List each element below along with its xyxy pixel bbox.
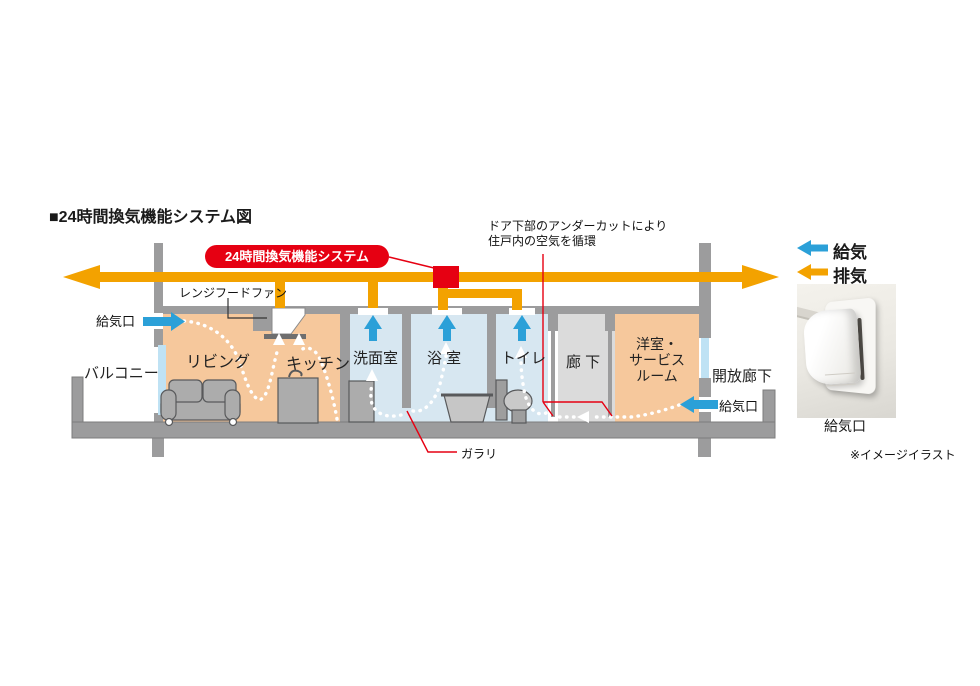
doorhead-toilet-hallway [548,314,558,331]
up-arrow-shaft [443,329,451,341]
room-label-western-room: 洋室・ サービス ルーム [615,336,699,384]
right-arrow-shaft [143,317,171,326]
vent-label-sticker [825,372,856,386]
right-pillar [698,438,711,457]
louver-label: ガラリ [461,445,497,462]
toilet-bowl [504,390,532,412]
undercut-note-line2: 住戸内の空気を循環 [488,234,667,249]
wall-washroom-bathroom [402,314,411,408]
left-arrow-icon [797,240,811,256]
counter-body [278,378,318,423]
balcony-rail [72,377,83,423]
image-note: ※イメージイラスト [850,446,956,463]
sofa-leg [230,419,237,426]
room-label-hallway: 廊 下 [566,351,600,372]
sofa [161,380,240,426]
up-arrow-shaft [369,329,377,341]
ceiling-slab [163,306,699,314]
open-corridor-rail [763,390,775,423]
photo-caption: 給気口 [824,416,866,436]
sofa-arm [161,390,176,420]
legend-supply-arrow [797,240,828,256]
room-label-washroom: 洗面室 [353,347,398,368]
legend-exhaust-arrow [797,264,828,280]
vent-cover-in-photo [802,308,861,386]
system-badge: 24時間換気機能システム [205,245,389,268]
louver-gap-toilet [487,408,496,422]
duct-washroom [368,280,378,308]
duct-toilet-vertical [512,289,522,310]
western-room-line2: サービス [615,352,699,368]
door-hallway-western [608,331,612,417]
right-window [701,338,709,378]
left-arrow-shaft [811,269,828,276]
badge-leader-line [389,257,434,268]
bathtub-body [444,395,490,422]
doorhead-hallway-western [605,314,615,331]
duct-arrow-left [63,265,100,289]
western-room-line3: ルーム [615,368,699,384]
ventilation-fan-unit [433,266,459,288]
supply-port-left-label: 給気口 [96,311,135,330]
left-pillar [152,438,164,457]
right-wall-mid [699,378,711,397]
left-arrow-icon [797,264,811,280]
door-toilet-hallway [551,331,555,417]
toilet-pedestal [512,410,526,423]
floor-slab [72,422,775,438]
page-title: ■24時間換気機能システム図 [49,203,252,227]
duct-toilet-horizontal [448,289,522,298]
sofa-arm [225,390,240,420]
room-label-toilet: トイレ [501,347,546,368]
undercut-note-line1: ドア下部のアンダーカットにより [488,219,667,234]
duct-arrow-right [742,265,779,289]
up-arrow-shaft [518,329,526,341]
supply-port-photo [797,284,896,418]
left-arrow-shaft [811,245,828,252]
undercut-note: ドア下部のアンダーカットにより 住戸内の空気を循環 [488,219,667,249]
room-label-open-corridor: 開放廊下 [712,365,772,386]
range-hood-fan-label: レンジフードファン [179,284,287,301]
sofa-leg [166,419,173,426]
duct-main [96,272,746,282]
legend-supply-label: 給気 [833,238,867,263]
western-room-line1: 洋室・ [615,336,699,352]
room-label-kitchen: キッチン [286,350,350,374]
kitchen-counter [278,371,318,423]
right-wall-upper [699,243,711,338]
left-wall-mid [154,329,163,347]
exhaust-ducts [63,265,779,310]
left-arrow-shaft [694,400,718,409]
room-label-bathroom: 浴 室 [427,347,461,368]
room-label-living: リビング [186,348,250,372]
room-label-balcony: バルコニー [84,362,159,383]
vent-washroom [358,308,388,315]
supply-port-right-label: 給気口 [719,396,758,415]
